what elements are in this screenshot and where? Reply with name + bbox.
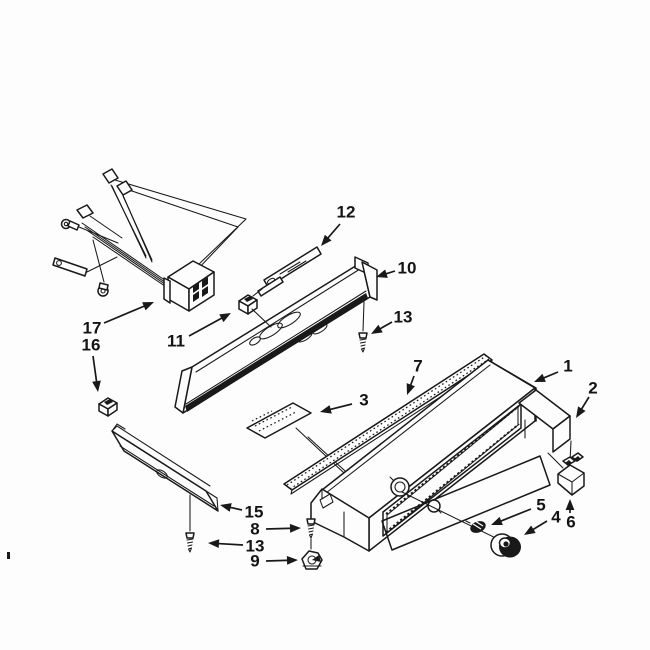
arrowhead-icon <box>534 373 546 382</box>
arrowhead-icon <box>524 525 536 535</box>
part-screw-13-lower <box>185 532 195 553</box>
part-control-knob <box>490 533 521 558</box>
callout-label-16-5: 16 <box>82 336 101 355</box>
part-bracket-clip <box>238 294 272 328</box>
callout-label-5-14: 5 <box>536 496 545 515</box>
arrowhead-icon <box>320 405 332 414</box>
callout-label-11-3: 11 <box>167 332 185 351</box>
leader-line <box>530 520 548 532</box>
callout-label-17-4: 17 <box>83 319 102 338</box>
part-clip-16 <box>98 397 118 417</box>
leader-line <box>265 559 291 562</box>
arrowhead-icon <box>376 269 388 278</box>
part-trim-channel <box>111 423 219 532</box>
part-control-panel-rear <box>174 256 378 414</box>
wire-terminal <box>76 204 94 219</box>
arrowhead-icon <box>321 234 332 246</box>
leader-line <box>498 508 532 523</box>
leader-line <box>92 355 98 385</box>
arrowhead-icon <box>406 383 415 395</box>
harness-connector <box>163 260 215 312</box>
part-insulation-plate <box>246 402 357 482</box>
arrowhead-icon <box>576 406 586 418</box>
part-wire-harness <box>52 168 247 312</box>
arrowhead-icon <box>289 523 301 533</box>
leader-line <box>215 542 244 546</box>
callout-label-7-6: 7 <box>413 357 422 376</box>
arrowhead-icon <box>219 313 231 323</box>
leader-line <box>541 371 559 380</box>
arrowhead-icon <box>286 555 298 565</box>
arrowhead-icon <box>371 324 383 334</box>
wire-terminal <box>116 180 133 196</box>
part-clip-strip <box>252 246 322 297</box>
callout-label-13-12: 13 <box>246 537 265 556</box>
callout-label-8-11: 8 <box>250 520 259 539</box>
part-console <box>310 359 537 552</box>
part-foot-grommet <box>301 550 323 570</box>
callout-label-13-2: 13 <box>394 308 413 327</box>
callout-label-15-10: 15 <box>245 503 264 522</box>
callout-label-9-13: 9 <box>250 552 259 571</box>
wire-terminal <box>102 168 119 184</box>
arrowhead-icon <box>208 539 220 549</box>
callout-label-3-9: 3 <box>359 391 368 410</box>
arrowhead-icon <box>565 499 575 510</box>
leader-line <box>188 316 225 337</box>
part-switch <box>557 452 585 496</box>
part-screw-13-upper <box>358 301 368 353</box>
arrowhead-icon <box>142 302 154 311</box>
callout-label-12-0: 12 <box>337 203 356 222</box>
console-window <box>382 403 522 537</box>
part-screw-8 <box>306 505 316 550</box>
leader-line <box>103 304 147 324</box>
callout-label-6-16: 6 <box>566 513 575 532</box>
arrowhead-icon <box>491 516 503 525</box>
leader-line <box>265 527 294 530</box>
callout-label-1-7: 1 <box>563 357 572 376</box>
callout-label-2-8: 2 <box>588 379 597 398</box>
part-hex-nut <box>465 520 486 533</box>
arrowhead-icon <box>92 380 101 392</box>
page-edge-mark <box>7 552 10 559</box>
part-base-panel <box>518 389 572 469</box>
leader-line <box>325 223 341 241</box>
timer-shaft-hub <box>389 476 411 498</box>
callout-label-4-15: 4 <box>551 508 561 527</box>
leader-line <box>327 403 353 411</box>
part-sheet-panel <box>381 455 551 551</box>
callout-label-10-1: 10 <box>398 259 417 278</box>
arrowhead-icon <box>220 503 232 512</box>
panel-cutout <box>277 311 301 329</box>
